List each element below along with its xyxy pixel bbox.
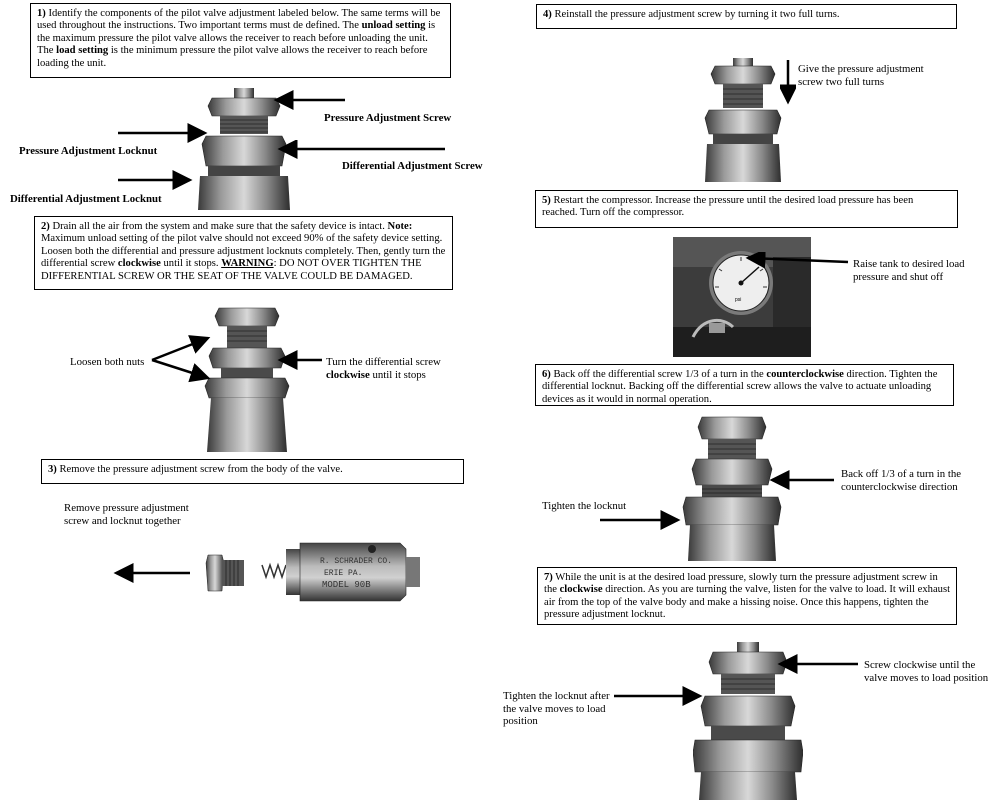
label-raise-tank: Raise tank to desired load pressure and … [853,258,965,283]
valve-photo-components [196,86,292,210]
step-3-box: 3) Remove the pressure adjustment screw … [41,459,464,484]
label-differential-adjustment-screw: Differential Adjustment Screw [342,160,483,172]
label-remove-pressure-screw: Remove pressure adjustment screw and loc… [64,502,189,527]
step-number: 1) [37,8,46,19]
step-number: 4) [543,9,552,20]
step-6-box: 6) Back off the differential screw 1/3 o… [535,364,954,406]
step-number: 2) [41,221,50,232]
arrow-down [780,60,796,105]
gauge-unit: psi [735,297,741,303]
step-number: 7) [544,572,553,583]
step-4-box: 4) Reinstall the pressure adjustment scr… [536,4,957,29]
arrow-gauge [745,252,849,269]
step-number: 6) [542,369,551,380]
label-differential-adjustment-locknut: Differential Adjustment Locknut [10,193,162,205]
valve-photo-disassembled: R. SCHRADER CO. ERIE PA. MODEL 90B [113,542,420,602]
arrows-step6 [600,470,834,530]
label-pressure-adjustment-locknut: Pressure Adjustment Locknut [19,145,158,157]
label-give-two-turns: Give the pressure adjustment screw two f… [798,63,924,88]
body-stamp-3: MODEL 90B [322,580,371,590]
step-5-box: 5) Restart the compressor. Increase the … [535,190,958,228]
valve-photo-reinstall [703,56,783,182]
step-2-box: 2) Drain all the air from the system and… [34,216,453,290]
gauge-photo: psi [673,237,811,357]
label-back-off: Back off 1/3 of a turn in the counterclo… [841,468,962,493]
label-tighten-after: Tighten the locknut after the valve move… [503,690,610,727]
step-1-box: 1) Identify the components of the pilot … [30,3,451,78]
valve-photo-final [693,640,803,800]
body-stamp-2: ERIE PA. [324,569,362,578]
valve-photo-loosen [203,306,291,452]
step-number: 5) [542,195,551,206]
step-7-box: 7) While the unit is at the desired load… [537,567,957,625]
body-stamp-1: R. SCHRADER CO. [320,557,392,566]
arrows-step7 [614,654,858,706]
label-tighten-locknut: Tighten the locknut [542,500,627,512]
valve-photo-backoff [682,415,782,561]
arrows-step1 [118,90,345,190]
arrows-step2 [151,335,322,383]
label-loosen-both-nuts: Loosen both nuts [70,356,145,368]
label-pressure-adjustment-screw: Pressure Adjustment Screw [324,112,452,124]
arrow-differential-screw [277,140,445,159]
step-number: 3) [48,464,57,475]
label-screw-clockwise: Screw clockwise until the valve moves to… [864,659,989,684]
